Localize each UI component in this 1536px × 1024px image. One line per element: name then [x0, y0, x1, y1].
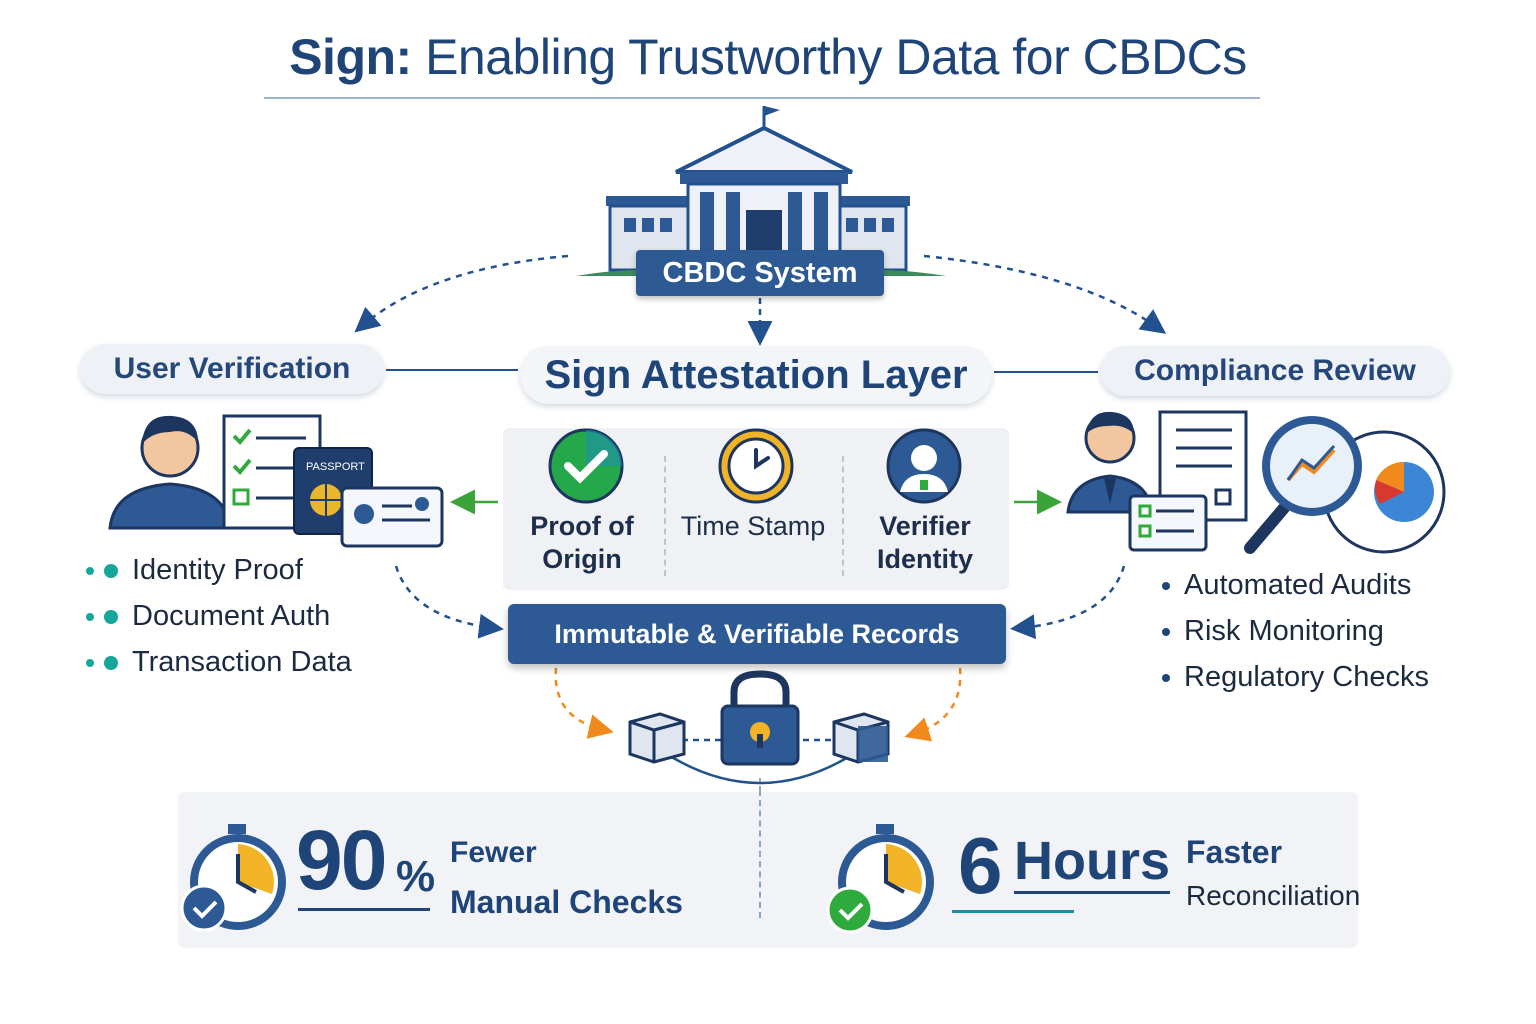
stat-caption-line2: Manual Checks: [450, 884, 683, 920]
arrow-records-to-block-left: [554, 667, 614, 739]
compliance-review-list: Automated Audits Risk Monitoring Regulat…: [1162, 562, 1429, 700]
clock-icon: [718, 428, 794, 504]
list-item: Automated Audits: [1162, 562, 1429, 608]
stat-underline: [1014, 891, 1170, 894]
cbdc-system-label: CBDC System: [636, 250, 884, 296]
arrow-to-compliance-review: [923, 254, 1167, 334]
sign-attestation-layer-heading: Sign Attestation Layer: [520, 346, 992, 404]
list-item: Regulatory Checks: [1162, 654, 1429, 700]
data-block-icon: [628, 712, 686, 764]
list-item: Risk Monitoring: [1162, 608, 1429, 654]
page-title: Sign: Enabling Trustworthy Data for CBDC…: [289, 29, 1247, 85]
stat-unit: %: [396, 852, 436, 901]
immutable-records-bar: Immutable & Verifiable Records: [508, 604, 1006, 664]
stat-caption-line1: Faster: [1186, 834, 1283, 870]
svg-text:PASSPORT: PASSPORT: [306, 461, 365, 473]
title-divider: [264, 97, 1260, 99]
arrow-right-to-records: [1010, 565, 1126, 640]
verifier-identity-label: Verifier Identity: [876, 511, 973, 574]
list-item: Document Auth: [86, 593, 352, 639]
stat-underline: [952, 910, 1074, 913]
checklist-card-icon: [1128, 494, 1208, 552]
list-item: Transaction Data: [86, 639, 352, 685]
chain-arc: [669, 754, 851, 785]
user-verification-heading: User Verification: [80, 344, 384, 394]
list-item: Identity Proof: [86, 547, 352, 593]
magnifier-chart-icon: [1244, 416, 1362, 554]
verifier-person-icon: [886, 428, 962, 504]
arrow-left-to-records: [394, 565, 504, 639]
compliance-review-illustration: [1066, 410, 1446, 554]
stat-caption-line1: Fewer: [450, 836, 537, 869]
stat-value: 90: [296, 813, 387, 907]
arrow-to-user-verification: [354, 254, 569, 333]
id-card-icon: [340, 486, 444, 548]
user-avatar-icon: [108, 415, 232, 530]
stopwatch-icon: [826, 824, 934, 934]
attestation-divider: [842, 456, 844, 576]
compliance-review-heading: Compliance Review: [1100, 346, 1450, 396]
blockchain-illustration: [628, 670, 890, 766]
stat-caption-line2: Reconciliation: [1186, 880, 1361, 911]
stat-underline: [298, 908, 430, 911]
stats-divider: [759, 790, 761, 918]
stats-panel: [178, 792, 1358, 948]
stopwatch-icon: [180, 824, 286, 932]
user-verification-illustration: PASSPORT: [108, 414, 444, 548]
arrow-records-to-block-right: [904, 667, 962, 742]
user-verification-list: Identity Proof Document Auth Transaction…: [86, 547, 352, 685]
proof-of-origin-label: Proof of Origin: [530, 511, 634, 574]
green-check-shield-icon: [548, 428, 624, 504]
padlock-icon: [720, 670, 800, 766]
data-block-icon: [832, 712, 890, 764]
attestation-divider: [664, 456, 666, 576]
stat-value: 6: [958, 821, 1003, 910]
stat-unit: Hours: [1014, 831, 1171, 891]
time-stamp-label: Time Stamp: [680, 511, 826, 541]
